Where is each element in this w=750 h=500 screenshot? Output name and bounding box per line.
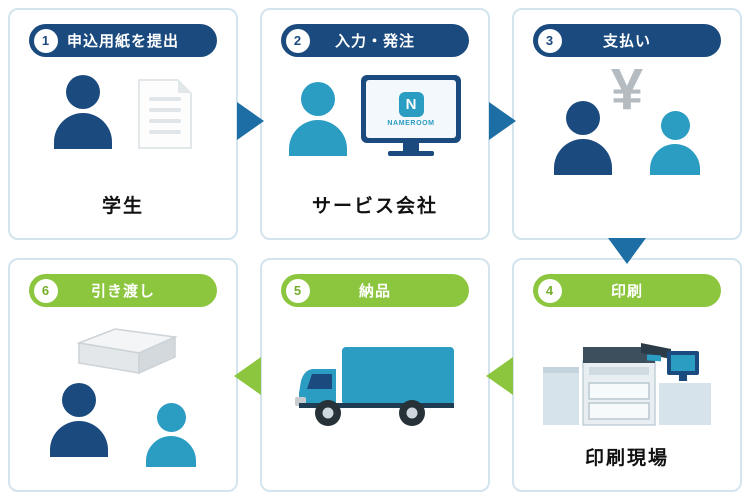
- step-3-pill: 3 支払い: [533, 24, 721, 57]
- step-2-title: 入力・発注: [334, 33, 415, 50]
- step-1-caption: 学生: [101, 196, 144, 217]
- step-6-pill: 6 引き渡し: [29, 274, 217, 307]
- step-5-title: 納品: [358, 283, 391, 300]
- step-5-pill: 5 納品: [281, 274, 469, 307]
- step-4-number-badge: 4: [538, 278, 562, 303]
- step-1-icon-area: [10, 75, 236, 149]
- receiver-person-icon: [650, 111, 700, 175]
- step-4-pill: 4 印刷: [533, 274, 721, 307]
- student-person-icon: [54, 75, 112, 149]
- step-2-icon-area: N NAMEROOM: [262, 75, 488, 156]
- step-4-title: 印刷: [610, 283, 643, 300]
- step-6-title: 引き渡し: [90, 283, 155, 300]
- arrow-left-icon: [234, 357, 261, 395]
- arrow-right-icon: [237, 102, 264, 140]
- step-3-title: 支払い: [602, 33, 651, 50]
- step-5-icon-area: [262, 341, 488, 433]
- monitor-icon: N NAMEROOM: [361, 75, 461, 156]
- step-3-icon-area: ¥: [514, 61, 740, 175]
- nameroom-logo-icon: N: [398, 91, 424, 117]
- step-card-1: 1 申込用紙を提出 学生: [8, 8, 238, 240]
- nameroom-brand-text: NAMEROOM: [387, 119, 435, 127]
- yen-icon: ¥: [610, 57, 644, 122]
- step-card-3: 3 支払い ¥: [512, 8, 742, 240]
- document-icon: [138, 79, 192, 149]
- recipient-person-icon: [146, 403, 196, 467]
- step-1-number-badge: 1: [34, 28, 58, 53]
- operator-person-icon: [289, 82, 347, 156]
- step-card-5: 5 納品: [260, 258, 490, 492]
- truck-icon: [295, 347, 454, 426]
- step-2-number-badge: 2: [286, 28, 310, 53]
- step-4-icon-area: [514, 331, 740, 427]
- step-2-pill: 2 入力・発注: [281, 24, 469, 57]
- step-6-number-badge: 6: [34, 278, 58, 303]
- step-card-6: 6 引き渡し: [8, 258, 238, 492]
- step-2-caption: サービス会社: [311, 196, 438, 217]
- payer-person-icon: [554, 101, 612, 175]
- step-6-icon-area: [10, 325, 236, 467]
- step-5-number-badge: 5: [286, 278, 310, 303]
- step-card-4: 4 印刷 印刷現場: [512, 258, 742, 492]
- step-1-title: 申込用紙を提出: [66, 33, 179, 50]
- printer-icon: [543, 343, 711, 426]
- arrow-down-icon: [608, 238, 646, 264]
- step-1-pill: 1 申込用紙を提出: [29, 24, 217, 57]
- arrow-right-icon: [489, 102, 516, 140]
- step-4-caption: 印刷現場: [584, 448, 669, 469]
- giver-person-icon: [50, 383, 108, 457]
- package-icon: [76, 328, 178, 375]
- step-3-number-badge: 3: [538, 28, 562, 53]
- arrow-left-icon: [486, 357, 513, 395]
- step-card-2: 2 入力・発注 N NAMEROOM サービス会社: [260, 8, 490, 240]
